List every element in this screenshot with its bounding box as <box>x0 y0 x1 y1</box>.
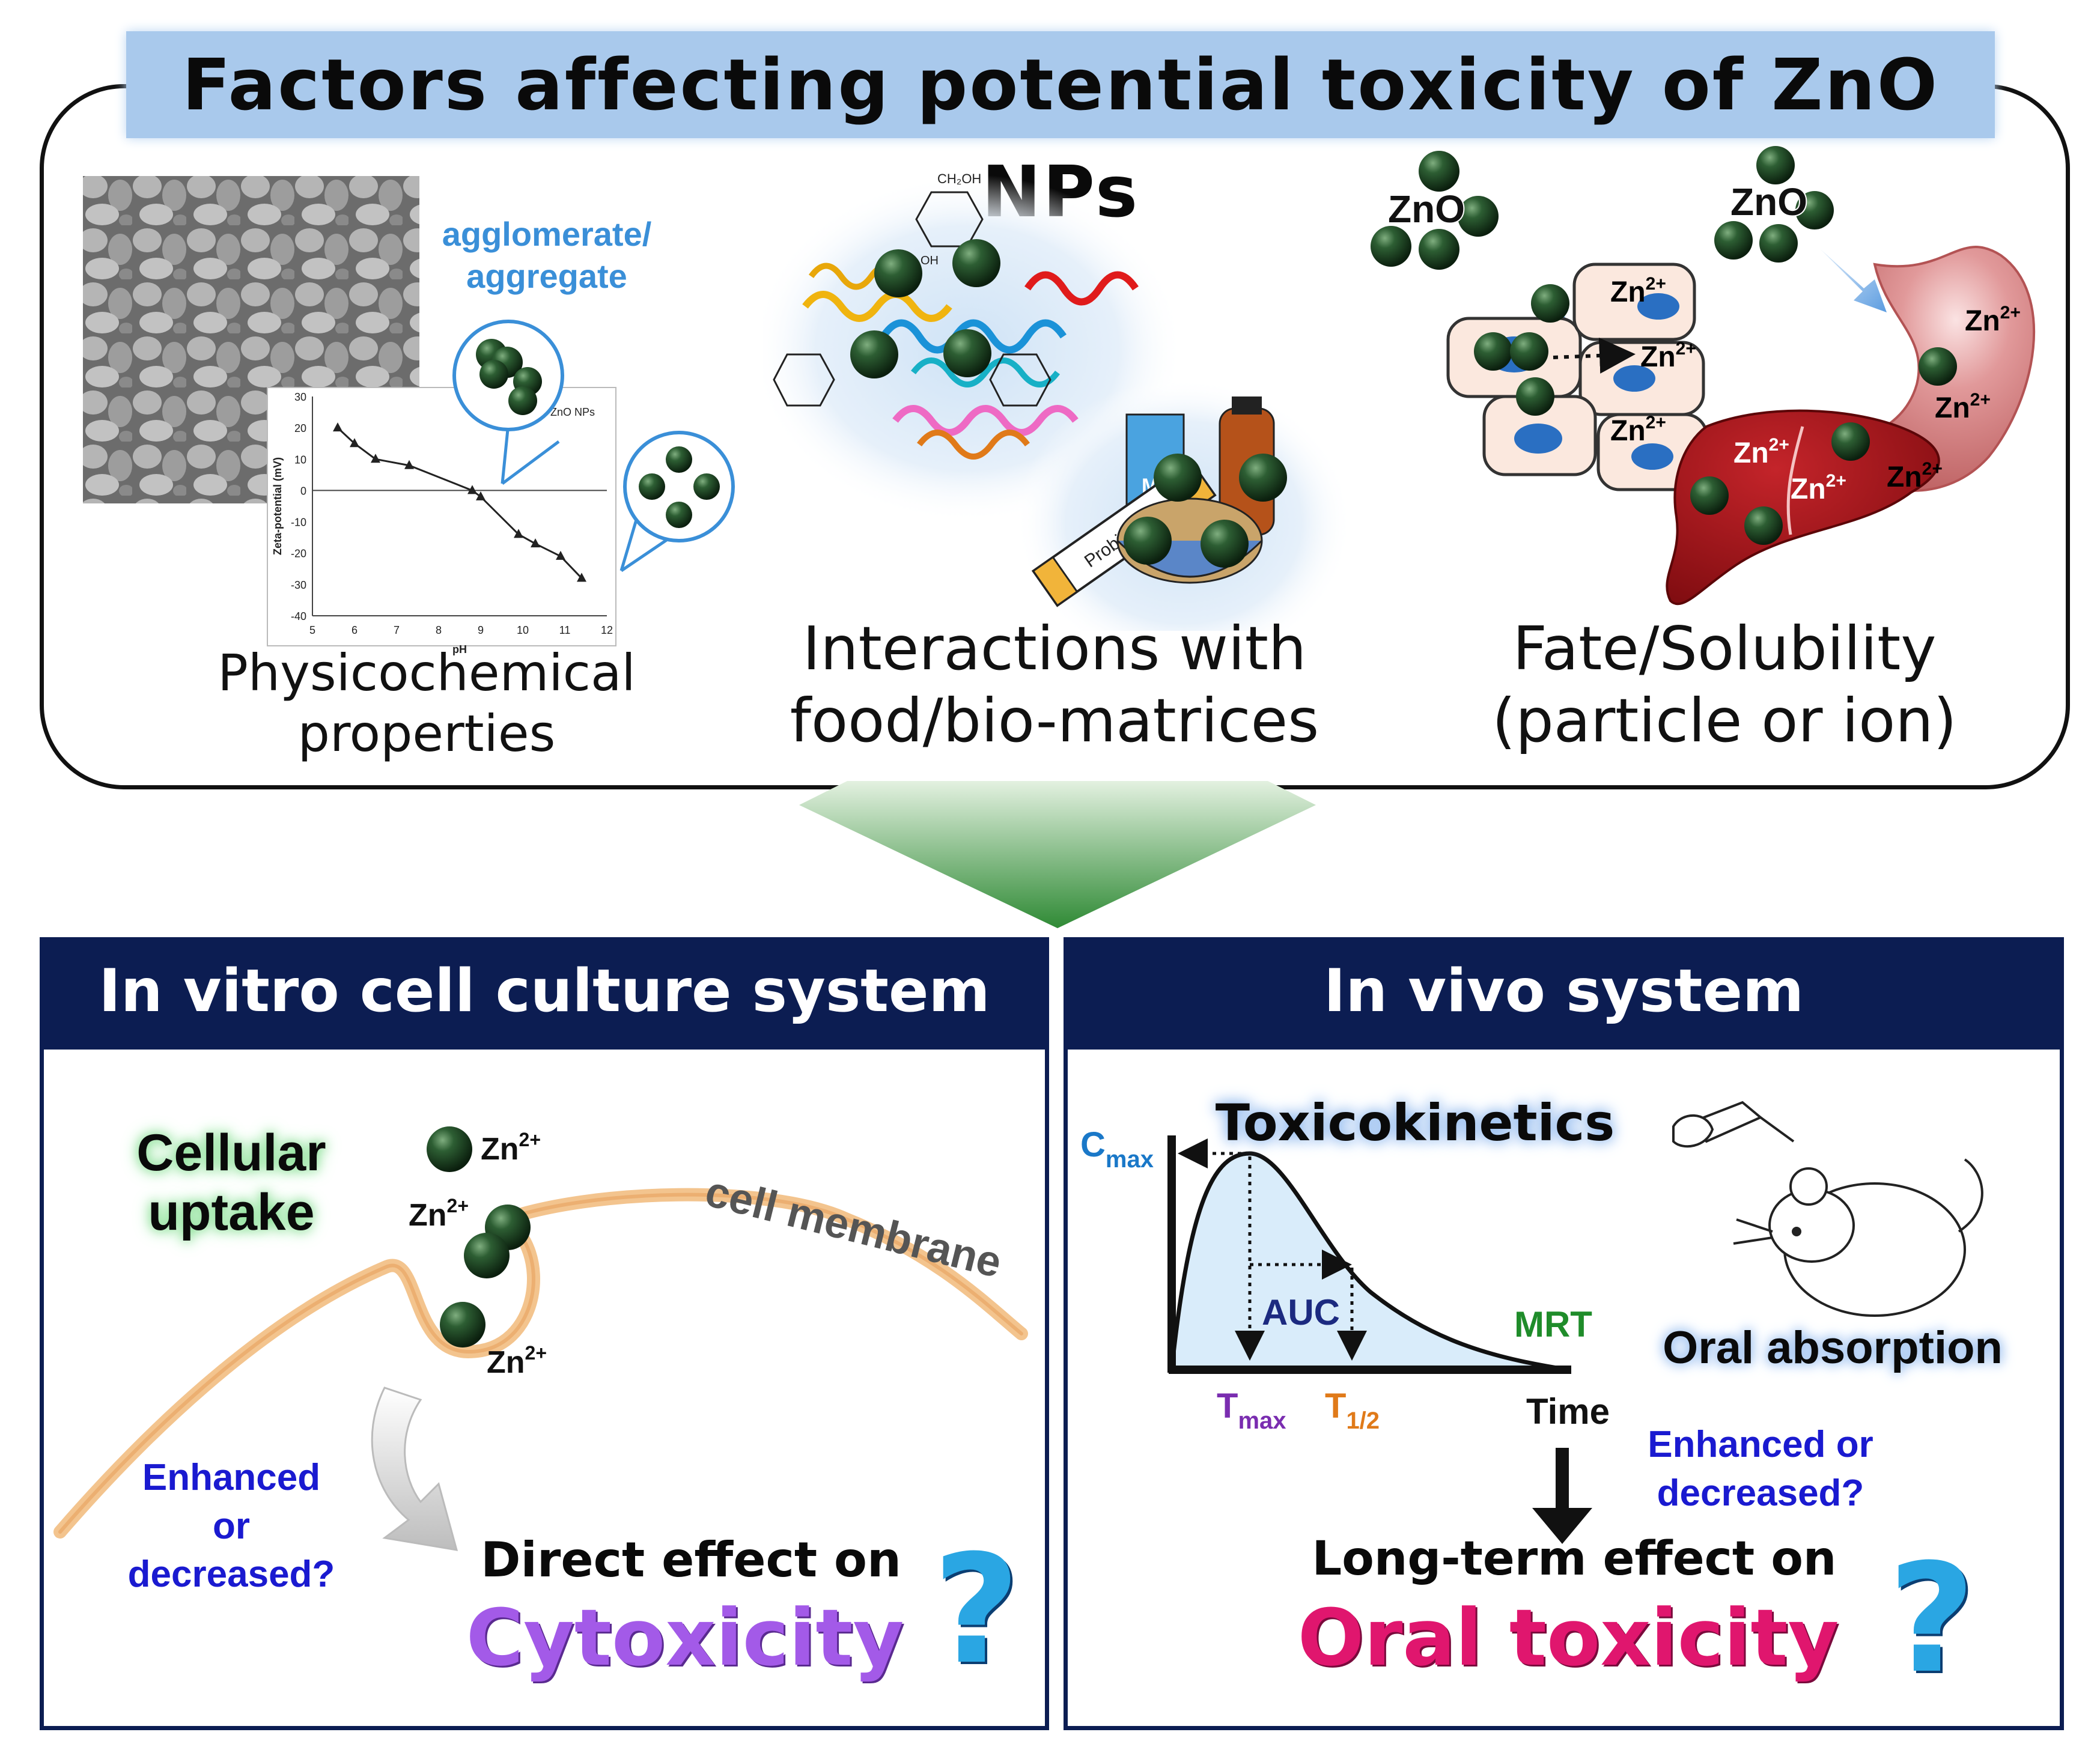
physicochemical-illustration: 30 20 10 0 -10 -20 -30 -405 6 7 8 9 10 11 12 pH Zeta-pot… <box>83 176 735 655</box>
in-vitro-illustration: Zn2+ Zn2+ Zn2+ cell membrane <box>53 1126 1028 1551</box>
oral-toxicity-label: Oral toxicity <box>1297 1592 1839 1683</box>
zeta-data-point <box>333 422 342 432</box>
agglomerate-label: agglomerate/ aggregate <box>415 213 679 297</box>
vitro-zn-label-2: Zn2+ <box>409 1195 469 1233</box>
cytoxicity-question-icon: ? <box>933 1522 1020 1697</box>
zeta-y-tick-label: 10 <box>294 454 306 466</box>
toxicokinetics-illustration: Cmax AUC Tmax T1/2 MRT Time <box>1080 1101 1983 1544</box>
zeta-data-point <box>577 573 586 582</box>
agglomerate-zoom <box>452 320 564 485</box>
zno-label-right: ZnO <box>1730 180 1807 223</box>
food-matrix-illustration: CH₂OH OH M Probio <box>763 171 1352 631</box>
zeta-potential-chart: 30 20 10 0 -10 -20 -30 -405 6 7 8 9 10 11 12 pH Zeta-pot… <box>267 387 616 655</box>
cell-membrane-label: cell membrane <box>701 1167 1006 1287</box>
interactions-label: Interactions with food/bio-matrices <box>751 613 1358 757</box>
vivo-enhanced-line2: decreased? <box>1657 1472 1864 1514</box>
zn-ion-label-3: Zn2+ <box>1610 413 1666 447</box>
physicochemical-label: Physicochemical properties <box>159 643 694 764</box>
time-axis-label: Time <box>1526 1391 1610 1432</box>
cellular-uptake-label: Cellular uptake <box>105 1123 358 1242</box>
stomach-entry-arrow <box>1821 249 1887 312</box>
auc-label: AUC <box>1262 1292 1340 1332</box>
oral-absorption-label: Oral absorption <box>1663 1322 2003 1373</box>
zeta-data-point <box>350 438 359 448</box>
zn-ion-label-7: Zn2+ <box>1791 471 1846 505</box>
vivo-enhanced-line1: Enhanced or <box>1648 1424 1873 1465</box>
zeta-y-tick-label: -40 <box>291 610 306 622</box>
sugar-oh-label: OH <box>921 254 939 267</box>
agglomerate-label-line1: agglomerate/ <box>442 215 652 253</box>
zeta-data-point <box>371 454 380 463</box>
interactions-label-line2: food/bio-matrices <box>790 685 1319 756</box>
vitro-enhanced-line3: decreased? <box>127 1554 335 1596</box>
dispersed-zoom <box>619 431 735 573</box>
zn-ion-label-5: Zn2+ <box>1935 390 1991 424</box>
title-band <box>126 31 1995 138</box>
tmax-label: Tmax <box>1217 1387 1286 1434</box>
mrt-label: MRT <box>1514 1304 1592 1344</box>
zno-cluster-left: ZnO <box>1371 151 1499 270</box>
zn-ion-label-1: Zn2+ <box>1610 274 1666 308</box>
interactions-label-line1: Interactions with <box>802 613 1307 684</box>
zeta-x-tick-label: 11 <box>559 624 571 636</box>
vitro-enhanced-line2: or <box>213 1505 250 1547</box>
thalf-label: T1/2 <box>1325 1387 1380 1434</box>
vitro-zn-label-1: Zn2+ <box>481 1129 541 1167</box>
zeta-x-tick-label: 8 <box>436 624 442 636</box>
mouse-gavage-icon <box>1672 1101 1983 1317</box>
zeta-y-tick-label: -30 <box>291 579 306 591</box>
zeta-data-point <box>514 529 523 538</box>
fate-illustration: ZnO Zn2+ Zn2+ Zn2+ ZnO Zn2+ Zn2+ Zn2+ <box>1371 146 2036 606</box>
cellular-uptake-line2: uptake <box>148 1183 315 1241</box>
uptake-arrow <box>371 1387 458 1551</box>
toxicokinetics-label: Toxicokinetics <box>1215 1093 1615 1152</box>
zeta-y-axis-label: Zeta-potential (mV) <box>272 457 284 555</box>
zeta-y-tick-label: 20 <box>294 422 306 434</box>
oral-toxicity-question-icon: ? <box>1888 1531 1976 1706</box>
zeta-x-tick-label: 12 <box>601 624 613 636</box>
zn-ion-label-4: Zn2+ <box>1965 303 2021 337</box>
vitro-enhanced-line1: Enhanced <box>142 1457 321 1498</box>
zeta-y-tick-label: 30 <box>294 391 306 403</box>
page-title: Factors affecting potential toxicity of … <box>181 43 1940 233</box>
liver-shape <box>1666 409 1940 606</box>
zno-cluster-right: ZnO <box>1714 146 1834 263</box>
zeta-data-point <box>404 460 414 469</box>
cellular-uptake-line1: Cellular <box>136 1124 326 1182</box>
vitro-zn-label-3: Zn2+ <box>487 1342 547 1380</box>
zn-ion-label-2: Zn2+ <box>1640 339 1696 373</box>
zeta-data-point <box>467 485 477 494</box>
cytoxicity-label: Cytoxicity <box>466 1592 904 1683</box>
fate-label-line1: Fate/Solubility <box>1512 613 1937 684</box>
zeta-x-tick-label: 6 <box>352 624 358 636</box>
fate-label-line2: (particle or ion) <box>1492 685 1957 756</box>
physicochemical-label-line2: properties <box>297 703 556 763</box>
zeta-y-tick-label: 0 <box>300 485 306 497</box>
zeta-y-tick-label: -20 <box>291 548 306 560</box>
physicochemical-label-line1: Physicochemical <box>218 643 636 702</box>
vitro-enhanced-question: Enhanced or decreased? <box>102 1454 361 1599</box>
zeta-x-tick-label: 5 <box>309 624 315 636</box>
in-vivo-header: In vivo system <box>1064 937 2064 1045</box>
vivo-enhanced-question: Enhanced or decreased? <box>1622 1421 1899 1518</box>
zeta-data-point <box>556 550 565 560</box>
agglomerate-label-line2: aggregate <box>466 257 627 295</box>
flow-down-arrow <box>799 781 1316 928</box>
zno-label-left: ZnO <box>1388 187 1465 231</box>
zeta-data-point <box>476 491 485 500</box>
zeta-data-point <box>531 538 540 548</box>
zn-ion-label-6: Zn2+ <box>1733 435 1789 469</box>
zeta-x-tick-label: 10 <box>517 624 529 636</box>
cmax-label: Cmax <box>1080 1125 1154 1173</box>
zeta-x-tick-label: 9 <box>478 624 484 636</box>
long-term-effect-label: Long-term effect on <box>1312 1532 1837 1586</box>
zeta-y-tick-label: -10 <box>291 517 306 529</box>
direct-effect-label: Direct effect on <box>481 1532 901 1588</box>
sugar-label: CH₂OH <box>937 171 981 186</box>
zeta-x-tick-label: 7 <box>394 624 400 636</box>
fate-label: Fate/Solubility (particle or ion) <box>1436 613 2013 757</box>
zn-ion-label-8: Zn2+ <box>1887 459 1943 493</box>
zeta-x-axis-label: pH <box>452 643 467 655</box>
in-vitro-header: In vitro cell culture system <box>40 937 1049 1045</box>
